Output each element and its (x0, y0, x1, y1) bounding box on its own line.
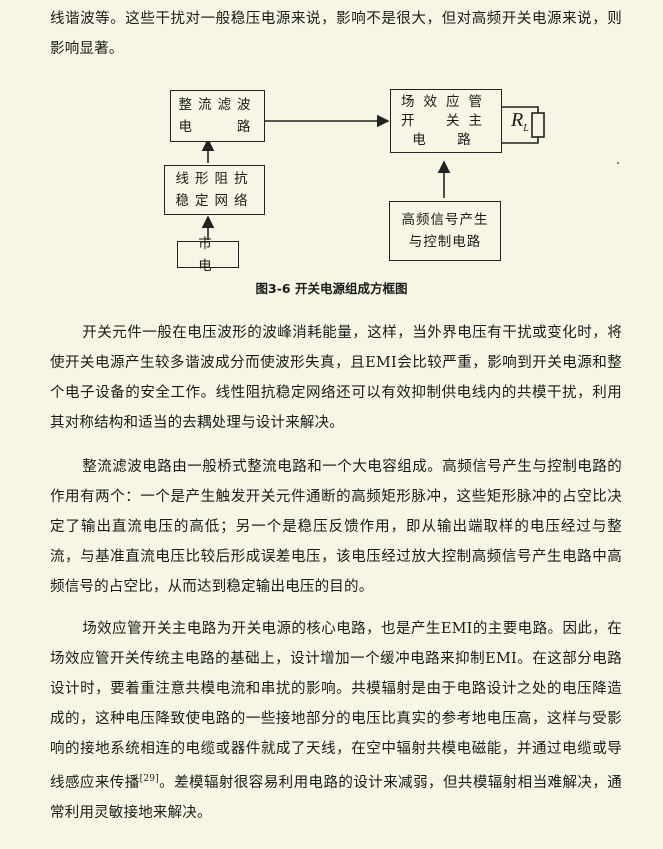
mains-box: 市 电 (177, 236, 251, 274)
paragraph-3: 场效应管开关主电路为开关电源的核心电路，也是产生EMI的主要电路。因此，在场效应… (50, 614, 622, 828)
intro-paragraph: 线谐波等。这些干扰对一般稳压电源来说，影响不是很大，但对高频开关电源来说，则影响… (50, 11, 622, 57)
main-switch-circuit-label: 场效应管开 关主 电 路 (401, 93, 514, 148)
citation: [29] (139, 774, 159, 784)
load-label: RL (511, 109, 529, 134)
paragraph-3-text-a: 场效应管开关主电路为开关电源的核心电路，也是产生EMI的主要电路。因此，在场效应… (50, 621, 622, 791)
paragraph-1-text: 开关元件一般在电压波形的波峰消耗能量，这样，当外界电压有干扰或变化时，将使开关电… (50, 325, 622, 431)
paragraph-2-text: 整流滤波电路由一般桥式整流电路和一个大电容组成。高频信号产生与控制电路的作用有两… (50, 459, 622, 595)
figure-caption: 图3-6 开关电源组成方框图 (255, 281, 408, 296)
speck (617, 162, 619, 164)
mains-label: 市 电 (198, 235, 257, 274)
main-switch-circuit-box: 场效应管开 关主 电 路 (390, 89, 514, 153)
paragraph-1: 开关元件一般在电压波形的波峰消耗能量，这样，当外界电压有干扰或变化时，将使开关电… (50, 318, 622, 438)
paragraph-2: 整流滤波电路由一般桥式整流电路和一个大电容组成。高频信号产生与控制电路的作用有两… (50, 452, 622, 602)
block-diagram-lines (201, 106, 545, 240)
rectifier-filter-label: 整流滤波电 路 (178, 97, 257, 135)
load-resistor (531, 112, 545, 138)
signal-control-label: 高频信号产生与控制电路 (401, 212, 489, 250)
line-impedance-box: 线形阻抗稳定网络 (164, 165, 265, 215)
signal-control-box: 高频信号产生与控制电路 (389, 201, 501, 261)
line-impedance-label: 线形阻抗稳定网络 (175, 171, 254, 209)
paragraph-3-text-b: 。差模辐射很容易利用电路的设计来减弱，但共模辐射相当难解决，通常利用灵敏接地来解… (50, 774, 623, 821)
rectifier-filter-box: 整流滤波电 路 (170, 90, 265, 142)
